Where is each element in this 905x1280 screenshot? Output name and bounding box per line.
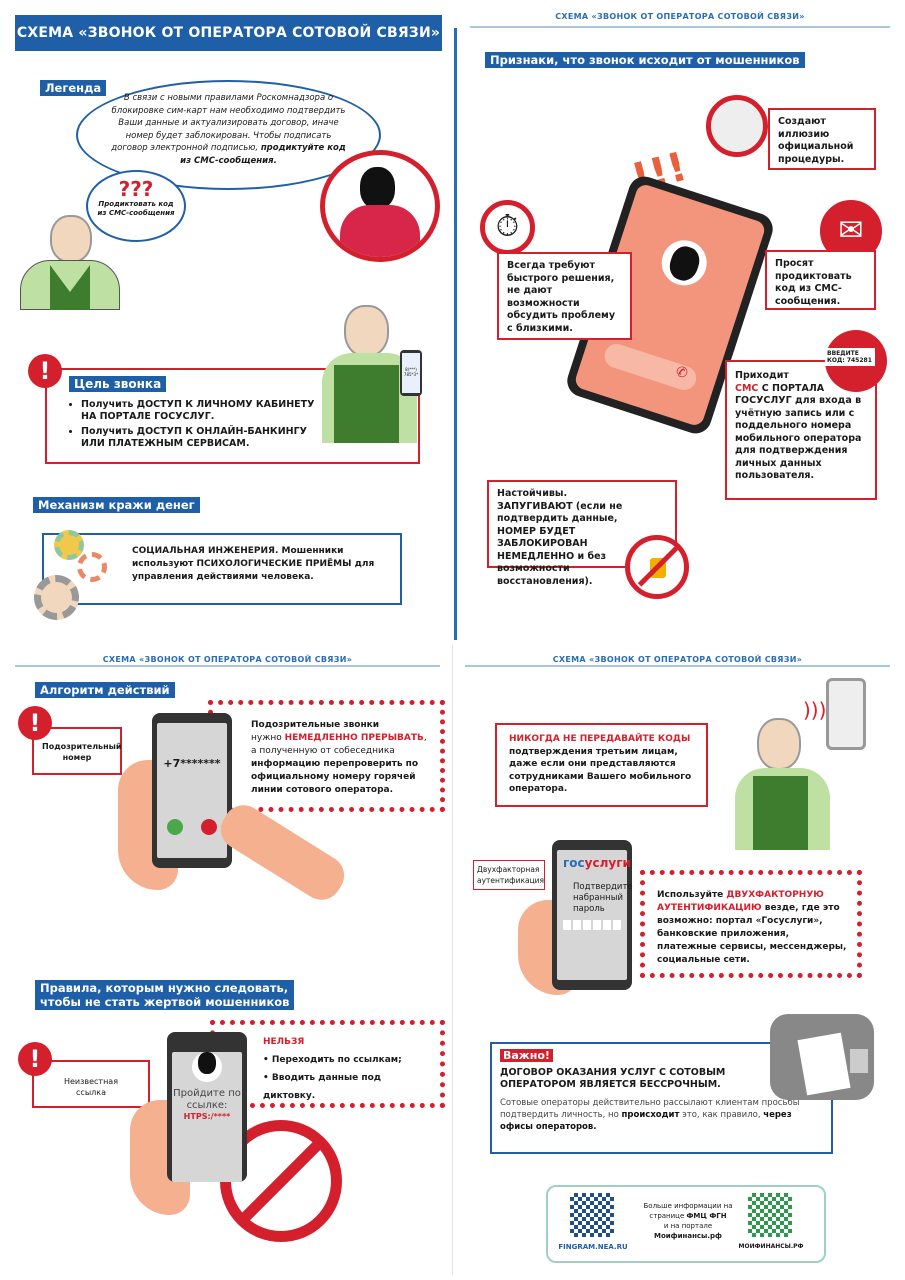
algorithm-info-box: Подозрительные звонки нужно НЕМЕДЛЕННО П… [208,700,445,812]
finger-illustration [213,797,352,908]
question-marks: ??? [118,177,154,201]
mechanism-label: Механизм кражи денег [33,497,200,513]
thinking-man-illustration: 8(***) 785*3* [322,305,432,455]
legend-label: Легенда [40,80,107,96]
calling-man-illustration [735,718,830,850]
sign-persistent: Настойчивы. ЗАПУГИВАЮТ (если не подтверд… [487,480,677,587]
divider-vertical [454,28,457,640]
algorithm-label: Алгоритм действий [35,682,175,698]
scammer-phone-icon [826,678,866,750]
victim-thought-bubble: ??? Продиктовать код из СМС-сообщения [86,170,186,242]
rules-label: Правила, которым нужно следовать,чтобы н… [35,980,295,1010]
unknown-link-label: Неизвестная ссылка [32,1060,150,1108]
accept-call-button[interactable] [167,819,183,835]
sign-official: Создают иллюзию официальной процедуры. [768,108,876,170]
incoming-call-phone: +7******* [152,713,232,868]
gears-icon [34,530,114,622]
official-man-icon [706,95,768,157]
gosuslugi-phone: госуслуги Подтвердите набранный пароль [552,840,633,990]
warning-icon: ! [18,1042,52,1076]
blocked-sim-icon [625,535,689,599]
twofa-info-box: Используйте ДВУХФАКТОРНУЮ АУТЕНТИФИКАЦИЮ… [640,870,862,978]
section-header: СХЕМА «ЗВОНОК ОТ ОПЕРАТОРА СОТОВОЙ СВЯЗИ… [102,655,353,664]
divider-vertical-bottom [452,645,453,1275]
signs-label: Признаки, что звонок исходит от мошенник… [485,52,805,68]
section-header: СХЕМА «ЗВОНОК ОТ ОПЕРАТОРА СОТОВОЙ СВЯЗИ… [555,12,805,21]
call-waves-icon: ))) [803,698,827,722]
section-header: СХЕМА «ЗВОНОК ОТ ОПЕРАТОРА СОТОВОЙ СВЯЗИ… [552,655,803,664]
rules-forbid-box: НЕЛЬЗЯ • Переходить по ссылкам; • Вводит… [210,1020,445,1108]
twofa-label: Двухфакторная аутентификация [473,860,545,890]
mechanism-box: СОЦИАЛЬНАЯ ИНЖЕНЕРИЯ. Мошенники использу… [42,533,402,605]
qr-code-moifinansy[interactable] [748,1193,792,1237]
never-share-codes-box: НИКОГДА НЕ ПЕРЕДАВАЙТЕ КОДЫ подтверждени… [495,723,708,807]
warning-icon: ! [18,706,52,740]
scammer-illustration [320,150,440,262]
page-title: СХЕМА «ЗВОНОК ОТ ОПЕРАТОРА СОТОВОЙ СВЯЗИ… [15,15,442,51]
sign-code: Просят продиктовать код из СМС-сообщения… [765,250,876,310]
code-input[interactable] [563,920,621,930]
qr-code-fingram[interactable] [570,1193,614,1237]
sms-code-badge: ВВЕДИТЕ КОД: 745281 [825,330,887,392]
stopwatch-icon: ⏱ [480,200,535,255]
footer-qr-panel: FINGRAM.NEA.RU Больше информации на стра… [546,1185,826,1263]
phishing-phone: Пройдите по ссылке: HTPS:/**** [167,1032,247,1182]
warning-icon: ! [28,354,62,388]
decline-call-button[interactable] [201,819,217,835]
sign-sms: Приходит СМС С ПОРТАЛА ГОСУСЛУГ для вход… [725,360,877,500]
important-box: Важно! ДОГОВОР ОКАЗАНИЯ УСЛУГ С СОТОВЫМ … [490,1042,833,1154]
sign-urgent: Всегда требуют быстрого решения, не дают… [497,252,632,340]
desk-documents-illustration [770,1014,874,1100]
worried-man-illustration [15,215,125,310]
